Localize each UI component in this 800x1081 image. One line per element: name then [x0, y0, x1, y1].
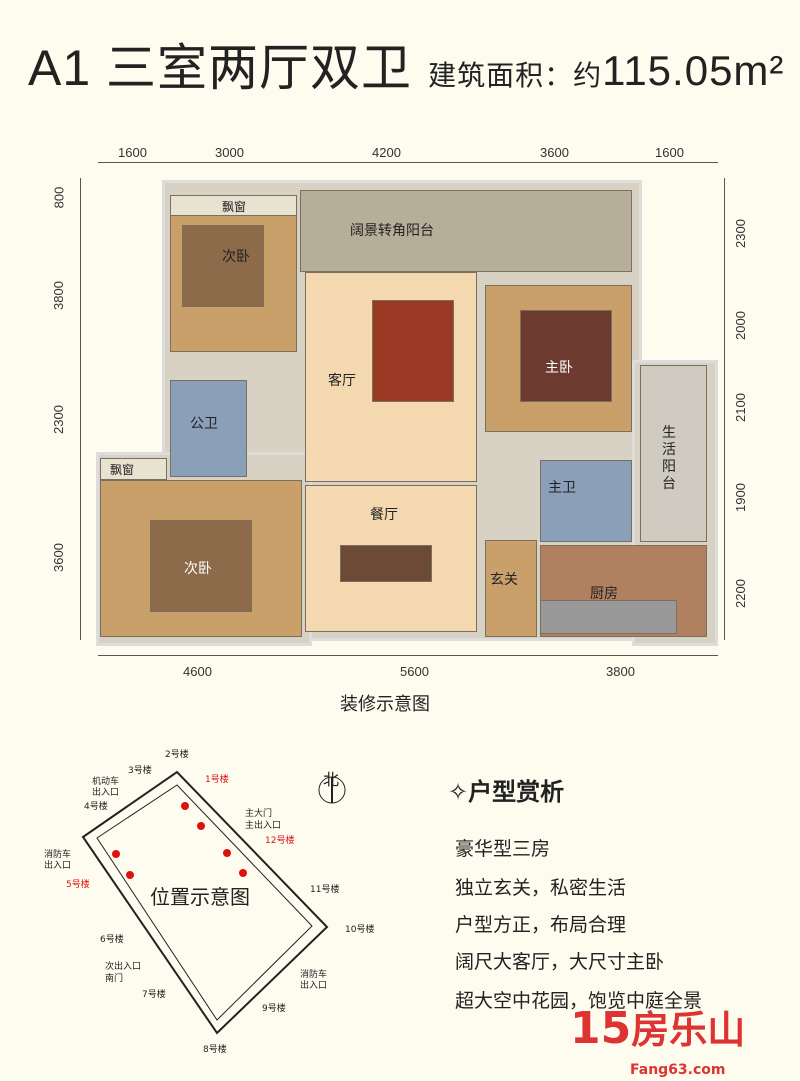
- dim-bottom: 4600: [183, 664, 212, 679]
- kitchen-counter: [540, 600, 677, 634]
- sitemap-label: 10号楼: [345, 925, 375, 935]
- dim-left: 3600: [50, 543, 66, 572]
- brand-logo: 15房乐山: [570, 1003, 746, 1054]
- foyer: [485, 540, 537, 637]
- dim-right: 1900: [732, 483, 748, 512]
- page-title: A1 三室两厅双卫建筑面积：约115.05m²: [28, 40, 785, 96]
- room-label: 次卧: [222, 249, 250, 265]
- corner-balcony: [300, 190, 632, 272]
- sitemap-highlight-label: 5号楼: [66, 880, 90, 890]
- sitemap-label: 次出入口: [105, 962, 142, 972]
- sitemap-label: 9号楼: [262, 1004, 286, 1014]
- dim-line-bottom: [98, 655, 718, 656]
- room-label: 主卫: [548, 480, 576, 496]
- public-bathroom: [170, 380, 247, 477]
- dim-top: 4200: [372, 145, 401, 160]
- dim-left: 3800: [50, 281, 66, 310]
- room-label: 公卫: [190, 416, 218, 432]
- sitemap-label: 主大门: [245, 809, 273, 819]
- plan-caption: 装修示意图: [340, 694, 430, 715]
- dim-right: 2200: [732, 579, 748, 608]
- dim-left: 2300: [50, 405, 66, 434]
- room-label: 生活阳台: [662, 425, 676, 492]
- dim-line-left: [80, 178, 81, 640]
- dim-top: 3600: [540, 145, 569, 160]
- room-label: 厨房: [590, 586, 618, 602]
- brand-url: Fang63.com: [630, 1062, 726, 1078]
- sitemap-title: 位置示意图: [150, 885, 250, 909]
- bed: [182, 225, 264, 307]
- dim-right: 2300: [732, 219, 748, 248]
- dim-left: 800: [51, 186, 67, 209]
- sitemap-label: 11号楼: [310, 885, 340, 895]
- utility-balcony: [640, 365, 707, 542]
- room-label: 飘窗: [110, 463, 135, 477]
- site-map: [81, 770, 346, 1035]
- bed: [520, 310, 612, 402]
- north-label: 北: [323, 770, 340, 789]
- room-label: 主卧: [545, 360, 573, 376]
- master-bathroom: [540, 460, 632, 542]
- sitemap-label: 南门: [105, 974, 124, 984]
- room-label: 次卧: [184, 561, 212, 577]
- sitemap-label: 消防车出入口: [300, 970, 328, 991]
- room-label: 飘窗: [222, 200, 247, 214]
- dim-bottom: 5600: [400, 664, 429, 679]
- sitemap-label: 8号楼: [203, 1045, 227, 1055]
- feature-item: 阔尺大客厅，大尺寸主卧: [455, 951, 665, 973]
- sitemap-label: 主出入口: [245, 821, 282, 831]
- dim-line-right: [724, 178, 725, 640]
- sitemap-label: 机动车出入口: [92, 777, 120, 798]
- dim-right: 2100: [732, 393, 748, 422]
- sitemap-label: 4号楼: [84, 802, 108, 812]
- features-heading: ✧户型赏析: [448, 778, 565, 806]
- sitemap-label: 3号楼: [128, 766, 152, 776]
- room-label: 阔景转角阳台: [350, 223, 434, 239]
- feature-item: 超大空中花园，饱览中庭全景: [455, 990, 703, 1012]
- sitemap-label: 消防车出入口: [44, 850, 72, 871]
- sitemap-highlight-label: 12号楼: [265, 836, 295, 846]
- sparkle-icon: ✧: [448, 778, 469, 806]
- dim-bottom: 3800: [606, 664, 635, 679]
- sitemap-label: 6号楼: [100, 935, 124, 945]
- bay-window-left: [100, 458, 167, 480]
- dim-right: 2000: [732, 311, 748, 340]
- feature-item: 豪华型三房: [455, 838, 551, 860]
- room-label: 玄关: [490, 572, 518, 588]
- rug: [372, 300, 454, 402]
- sitemap-label: 2号楼: [165, 750, 189, 760]
- bed: [150, 520, 252, 612]
- feature-item: 户型方正，布局合理: [455, 914, 627, 936]
- sitemap-highlight-label: 1号楼: [205, 775, 229, 785]
- dim-top: 3000: [215, 145, 244, 160]
- dim-top: 1600: [118, 145, 147, 160]
- dining-table: [340, 545, 432, 582]
- dim-top: 1600: [655, 145, 684, 160]
- room-label: 餐厅: [370, 507, 398, 523]
- room-label: 客厅: [328, 373, 356, 389]
- feature-item: 独立玄关，私密生活: [455, 877, 627, 899]
- sitemap-label: 7号楼: [142, 990, 166, 1000]
- dim-line-top: [98, 162, 718, 163]
